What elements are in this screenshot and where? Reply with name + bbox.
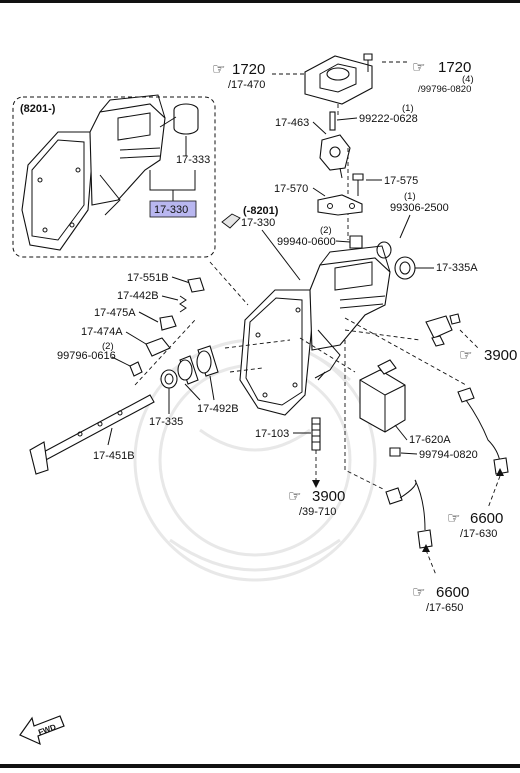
ref-1720-b-qty: (4) (462, 74, 474, 85)
label-8201: (-8201) (243, 205, 279, 217)
label-99222: 99222-0628 (359, 113, 418, 125)
arrow-8201 (221, 213, 241, 229)
inset-box (12, 96, 216, 258)
ref-icon: ☞ (212, 61, 225, 78)
inset-label: (8201-) (20, 103, 56, 115)
ref-1720-a-number[interactable]: 1720 (232, 61, 265, 78)
arrow-up-6600b (422, 544, 430, 552)
label-17-570: 17-570 (274, 183, 308, 195)
fwd-arrow-icon: FWD (19, 715, 65, 746)
stud-17-103 (311, 417, 321, 451)
ref-3900-b-number[interactable]: 3900 (312, 488, 345, 505)
label-17-103: 17-103 (255, 428, 289, 440)
lever-17-463 (319, 134, 351, 179)
label-17-330-highlight[interactable]: 17-330 (154, 204, 188, 216)
bushing-17-333 (173, 103, 199, 135)
label-17-492B: 17-492B (197, 403, 239, 415)
module-17-620A (359, 359, 406, 433)
label-99306-qty: (1) (404, 191, 416, 202)
harness-17-650 (385, 479, 433, 549)
bolt-99794 (389, 447, 401, 457)
label-17-442B: 17-442B (117, 290, 159, 302)
bolt-1720 (363, 53, 373, 72)
bolt-99796 (129, 361, 143, 377)
ref-icon: ☞ (447, 510, 460, 527)
label-99796-qty: (2) (102, 341, 114, 352)
label-99222-qty: (1) (402, 103, 414, 114)
bottom-border (0, 764, 520, 768)
label-17-335: 17-335 (149, 416, 183, 428)
label-17-330: 17-330 (241, 217, 275, 229)
ref-3900-b[interactable]: ☞ 3900 /39-710 (288, 488, 345, 518)
ref-3900-a-number[interactable]: 3900 (484, 347, 517, 364)
harness-17-630 (457, 387, 509, 475)
lever-cover (304, 55, 373, 105)
pin-99222 (329, 111, 336, 131)
ref-1720-b-number[interactable]: 1720 (438, 59, 471, 76)
label-17-475A: 17-475A (94, 307, 136, 319)
ref-6600-b[interactable]: ☞ 6600 /17-650 (412, 584, 469, 614)
ref-1720-b-sub: /99796-0820 (418, 84, 471, 95)
ref-6600-b-number[interactable]: 6600 (436, 584, 469, 601)
label-17-474A: 17-474A (81, 326, 123, 338)
oring-99306 (376, 241, 392, 259)
label-99940: 99940-0600 (277, 236, 336, 248)
bushings-17-492B (177, 345, 219, 385)
ref-1720-a-sub: /17-470 (228, 79, 265, 91)
top-border (0, 0, 520, 3)
ref-3900-a[interactable]: ☞ 3900 (459, 347, 517, 364)
ref-icon: ☞ (412, 584, 425, 601)
label-17-451B: 17-451B (93, 450, 135, 462)
ref-6600-a[interactable]: ☞ 6600 /17-630 (447, 510, 503, 540)
label-99796: 99796-0616 (57, 350, 116, 362)
ref-6600-a-number[interactable]: 6600 (470, 510, 503, 527)
label-17-551B: 17-551B (127, 272, 169, 284)
arrow-down-3900 (312, 480, 320, 488)
transmission-case-17-330 (239, 245, 391, 416)
plug-17-551B (187, 277, 205, 293)
bracket-3900 (425, 313, 461, 347)
bolt-17-575 (352, 173, 364, 196)
ref-6600-b-sub: /17-650 (426, 602, 463, 614)
label-99940-qty: (2) (320, 225, 332, 236)
label-17-575: 17-575 (384, 175, 418, 187)
ref-icon: ☞ (459, 347, 472, 364)
label-17-620A: 17-620A (409, 434, 451, 446)
ref-1720-b[interactable]: ☞ 1720 (4) /99796-0820 (412, 59, 474, 95)
plate-17-570 (317, 194, 363, 216)
label-99794: 99794-0820 (419, 449, 478, 461)
ball-17-475A (159, 315, 177, 331)
ref-icon: ☞ (288, 488, 301, 505)
arrow-up-6600a (496, 468, 504, 476)
label-17-463: 17-463 (275, 117, 309, 129)
spring-17-442B (179, 295, 187, 313)
label-99306: 99306-2500 (390, 202, 449, 214)
ref-3900-b-sub: /39-710 (299, 506, 336, 518)
label-17-333: 17-333 (176, 154, 210, 166)
ref-1720-a[interactable]: ☞ 1720 /17-470 (212, 61, 265, 91)
inset-case-drawing (21, 94, 166, 251)
shift-rod-17-451B (29, 394, 155, 475)
ref-6600-a-sub: /17-630 (460, 528, 497, 540)
nut-99940 (349, 235, 363, 249)
label-17-335A: 17-335A (436, 262, 478, 274)
ref-icon: ☞ (412, 59, 425, 76)
seal-17-335A (394, 256, 416, 280)
bracket-17-474A (145, 337, 171, 357)
seal-17-335 (160, 369, 178, 389)
